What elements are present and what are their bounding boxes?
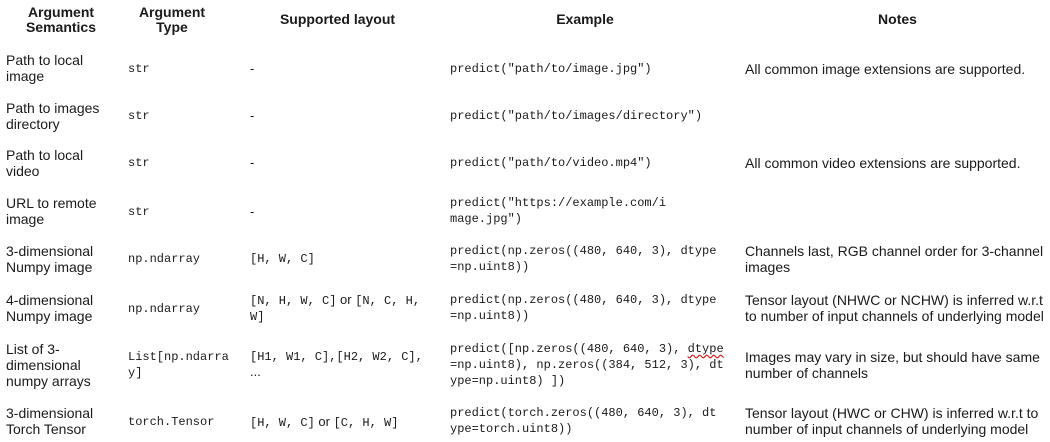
cell-layout: [H, W, C] or [C, H, W] bbox=[250, 414, 440, 431]
table-row: List of 3-dimensional numpy arrays List[… bbox=[0, 341, 1050, 391]
cell-layout: [H, W, C] bbox=[250, 252, 315, 266]
header-example: Example bbox=[556, 11, 614, 27]
cell-type: str bbox=[128, 62, 150, 76]
table-row: Path to local video str - predict("path/… bbox=[0, 147, 1050, 181]
cell-notes: Tensor layout (NHWC or NCHW) is inferred… bbox=[745, 292, 1044, 324]
cell-example: predict("path/to/image.jpg") bbox=[450, 62, 652, 76]
cell-type: str bbox=[128, 156, 150, 170]
table-row: 4-dimensional Numpy image np.ndarray [N,… bbox=[0, 292, 1050, 326]
table-header: Argument Semantics Argument Type Support… bbox=[0, 5, 1050, 37]
header-supported-layout: Supported layout bbox=[279, 11, 396, 27]
cell-example: predict(torch.zeros((480, 640, 3), dtype… bbox=[450, 406, 717, 436]
layout-list: [H1, W1, C],[H2, W2, C], bbox=[250, 350, 423, 364]
cell-semantics: Path to local image bbox=[6, 52, 84, 84]
cell-type: torch.Tensor bbox=[128, 415, 215, 429]
cell-layout: [N, H, W, C] or [N, C, H, W] bbox=[250, 292, 435, 325]
layout-option-nchw: [N, C, H, W] bbox=[250, 294, 428, 324]
example-misspelled-word: dtype bbox=[687, 342, 724, 356]
cell-layout: - bbox=[250, 108, 255, 123]
cell-type: np.ndarray bbox=[128, 302, 201, 316]
cell-example: predict("path/to/images/directory") bbox=[450, 109, 703, 123]
example-part-1: predict([np.zeros((480, 640, 3), bbox=[450, 342, 688, 356]
table-row: 3-dimensional Numpy image np.ndarray [H,… bbox=[0, 243, 1050, 277]
layout-or-text: or bbox=[314, 414, 334, 429]
cell-layout: [H1, W1, C],[H2, W2, C],... bbox=[250, 349, 440, 379]
example-part-2: =np.uint8), np.zeros((384, 512, 3), dtyp… bbox=[450, 358, 724, 388]
table-row: Path to local image str - predict("path/… bbox=[0, 52, 1050, 86]
header-argument-semantics: Argument Semantics bbox=[25, 4, 97, 35]
table-row: URL to remote image str - predict("https… bbox=[0, 195, 1050, 229]
cell-type: str bbox=[128, 109, 150, 123]
cell-layout: - bbox=[250, 155, 255, 170]
cell-example: predict(np.zeros((480, 640, 3), dtype=np… bbox=[450, 244, 717, 274]
cell-example: predict([np.zeros((480, 640, 3), dtype =n… bbox=[450, 341, 725, 389]
header-notes: Notes bbox=[878, 11, 917, 27]
cell-layout: - bbox=[250, 204, 255, 219]
layout-option-nhwc: [N, H, W, C] bbox=[250, 294, 337, 308]
cell-notes: Images may vary in size, but should have… bbox=[745, 349, 1040, 381]
cell-semantics: URL to remote image bbox=[6, 195, 97, 227]
table-row: Path to images directory str - predict("… bbox=[0, 100, 1050, 134]
cell-example: predict("path/to/video.mp4") bbox=[450, 156, 652, 170]
cell-type: List[np.ndarray] bbox=[128, 350, 229, 380]
header-argument-type: Argument Type bbox=[138, 4, 206, 35]
layout-option-hwc: [H, W, C] bbox=[250, 416, 315, 430]
cell-notes: All common image extensions are supporte… bbox=[745, 61, 1026, 77]
cell-type: str bbox=[128, 205, 150, 219]
cell-semantics: Path to local video bbox=[6, 147, 84, 179]
cell-example: predict("https://example.com/image.jpg") bbox=[450, 196, 667, 226]
cell-example: predict(np.zeros((480, 640, 3), dtype=np… bbox=[450, 293, 717, 323]
cell-notes: Tensor layout (HWC or CHW) is inferred w… bbox=[745, 405, 1039, 437]
cell-notes: Channels last, RGB channel order for 3-c… bbox=[745, 243, 1044, 275]
cell-semantics: Path to images directory bbox=[6, 100, 100, 132]
cell-semantics: List of 3-dimensional numpy arrays bbox=[6, 341, 91, 389]
layout-option-chw: [C, H, W] bbox=[333, 416, 399, 430]
layout-or-text: or bbox=[336, 292, 356, 307]
cell-type: np.ndarray bbox=[128, 252, 201, 266]
cell-layout: - bbox=[250, 61, 255, 76]
cell-semantics: 4-dimensional Numpy image bbox=[6, 292, 94, 324]
cell-semantics: 3-dimensional Torch Tensor bbox=[6, 405, 94, 437]
cell-notes: All common video extensions are supporte… bbox=[745, 155, 1021, 171]
cell-semantics: 3-dimensional Numpy image bbox=[6, 243, 94, 275]
table-row: 3-dimensional Torch Tensor torch.Tensor … bbox=[0, 405, 1050, 439]
layout-ellipsis: ... bbox=[250, 364, 261, 379]
